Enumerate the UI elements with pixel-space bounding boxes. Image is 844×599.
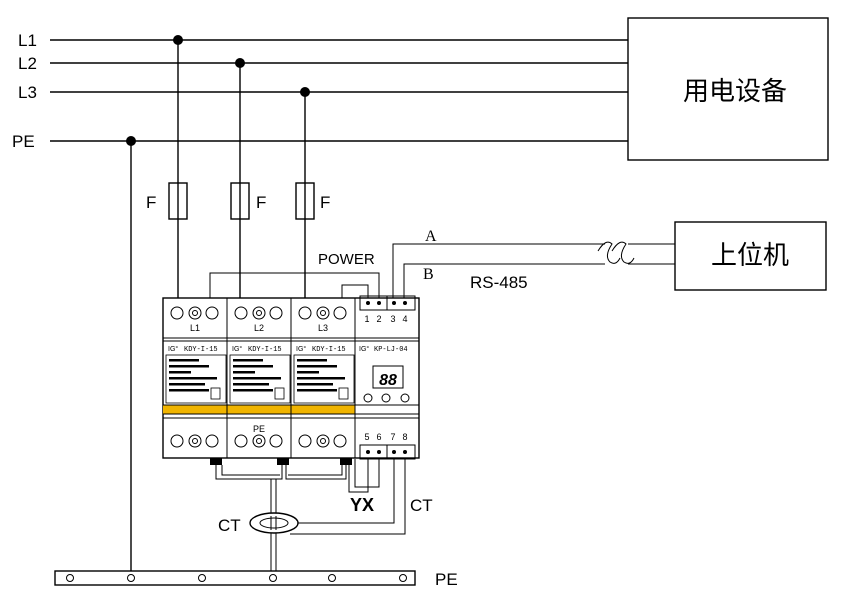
monitor-module: IG° KP-LJ-04 88 xyxy=(359,345,410,403)
ct-label-right: CT xyxy=(410,496,433,515)
power-lines xyxy=(50,39,628,142)
ct-wire-1 xyxy=(290,459,395,524)
label-a: A xyxy=(425,228,437,245)
terminal-5: 5 xyxy=(364,432,369,442)
spd-module-3: IG° KDY-I-15 xyxy=(293,345,355,404)
display-value: 88 xyxy=(379,372,397,389)
spd-logo: IG° xyxy=(168,345,178,353)
spd-model-2: KDY-I-15 xyxy=(248,346,282,354)
terminal-7: 7 xyxy=(390,432,395,442)
pe-bar-label: PE xyxy=(435,570,458,589)
power-label: POWER xyxy=(318,251,375,268)
wire-a xyxy=(392,243,605,298)
svg-text:IG°: IG° xyxy=(296,345,306,353)
module-label-l1: L1 xyxy=(190,323,200,333)
top-terminals-spd xyxy=(170,306,347,320)
label-l3: L3 xyxy=(18,83,37,102)
spd-model-3: KDY-I-15 xyxy=(312,346,346,354)
module-label-l3: L3 xyxy=(318,323,328,333)
module-label-l2: L2 xyxy=(254,323,264,333)
spd-model-1: KDY-I-15 xyxy=(184,346,218,354)
yx-wire xyxy=(348,459,369,493)
label-pe: PE xyxy=(12,132,35,151)
host-box xyxy=(674,221,827,291)
ct-ring-inner xyxy=(259,517,289,529)
pe-bar xyxy=(54,570,416,586)
bottom-terminals-spd xyxy=(170,434,347,448)
clamp-1 xyxy=(210,458,222,465)
wire-b xyxy=(403,263,605,298)
module-label-pe: PE xyxy=(253,424,265,434)
module-assembly: L1 L2 L3 1 2 3 4 IG° KDY-I-15 IG° KDY-I-… xyxy=(162,295,420,465)
equipment-label: 用电设备 xyxy=(683,76,787,106)
power-wire xyxy=(209,272,380,298)
label-b: B xyxy=(423,266,434,283)
ct-wire-2 xyxy=(290,459,406,535)
label-l1: L1 xyxy=(18,31,37,50)
monitor-model: KP-LJ-04 xyxy=(374,346,408,354)
break-symbol-2 xyxy=(611,241,635,264)
terminal-4: 4 xyxy=(402,314,407,324)
host-label: 上位机 xyxy=(711,240,789,270)
pe-bar-holes xyxy=(66,574,407,582)
terminal-1: 1 xyxy=(364,314,369,324)
equipment-box xyxy=(627,17,829,161)
terminal-2: 2 xyxy=(376,314,381,324)
svg-text:IG°: IG° xyxy=(359,345,369,353)
spd-module-2: IG° KDY-I-15 xyxy=(229,345,291,404)
spd-module-1: IG° KDY-I-15 xyxy=(165,345,227,404)
label-l2: L2 xyxy=(18,54,37,73)
terminal-3: 3 xyxy=(390,314,395,324)
clamp-2 xyxy=(277,458,289,465)
clamp-3 xyxy=(340,458,352,465)
power-wire-2 xyxy=(341,284,369,298)
yx-wire-2 xyxy=(354,459,380,488)
fuse-label-l1: F xyxy=(146,193,156,212)
break-symbol-1 xyxy=(597,241,621,264)
terminal-8: 8 xyxy=(402,432,407,442)
svg-text:IG°: IG° xyxy=(232,345,242,353)
fuse-label-l2: F xyxy=(256,193,266,212)
fuse-label-l3: F xyxy=(320,193,330,212)
stripe-band xyxy=(163,405,355,414)
digital-display xyxy=(372,365,404,389)
ct-label-left: CT xyxy=(218,516,241,535)
rs485-label: RS-485 xyxy=(470,273,528,292)
yx-label: YX xyxy=(350,495,374,515)
terminal-6: 6 xyxy=(376,432,381,442)
